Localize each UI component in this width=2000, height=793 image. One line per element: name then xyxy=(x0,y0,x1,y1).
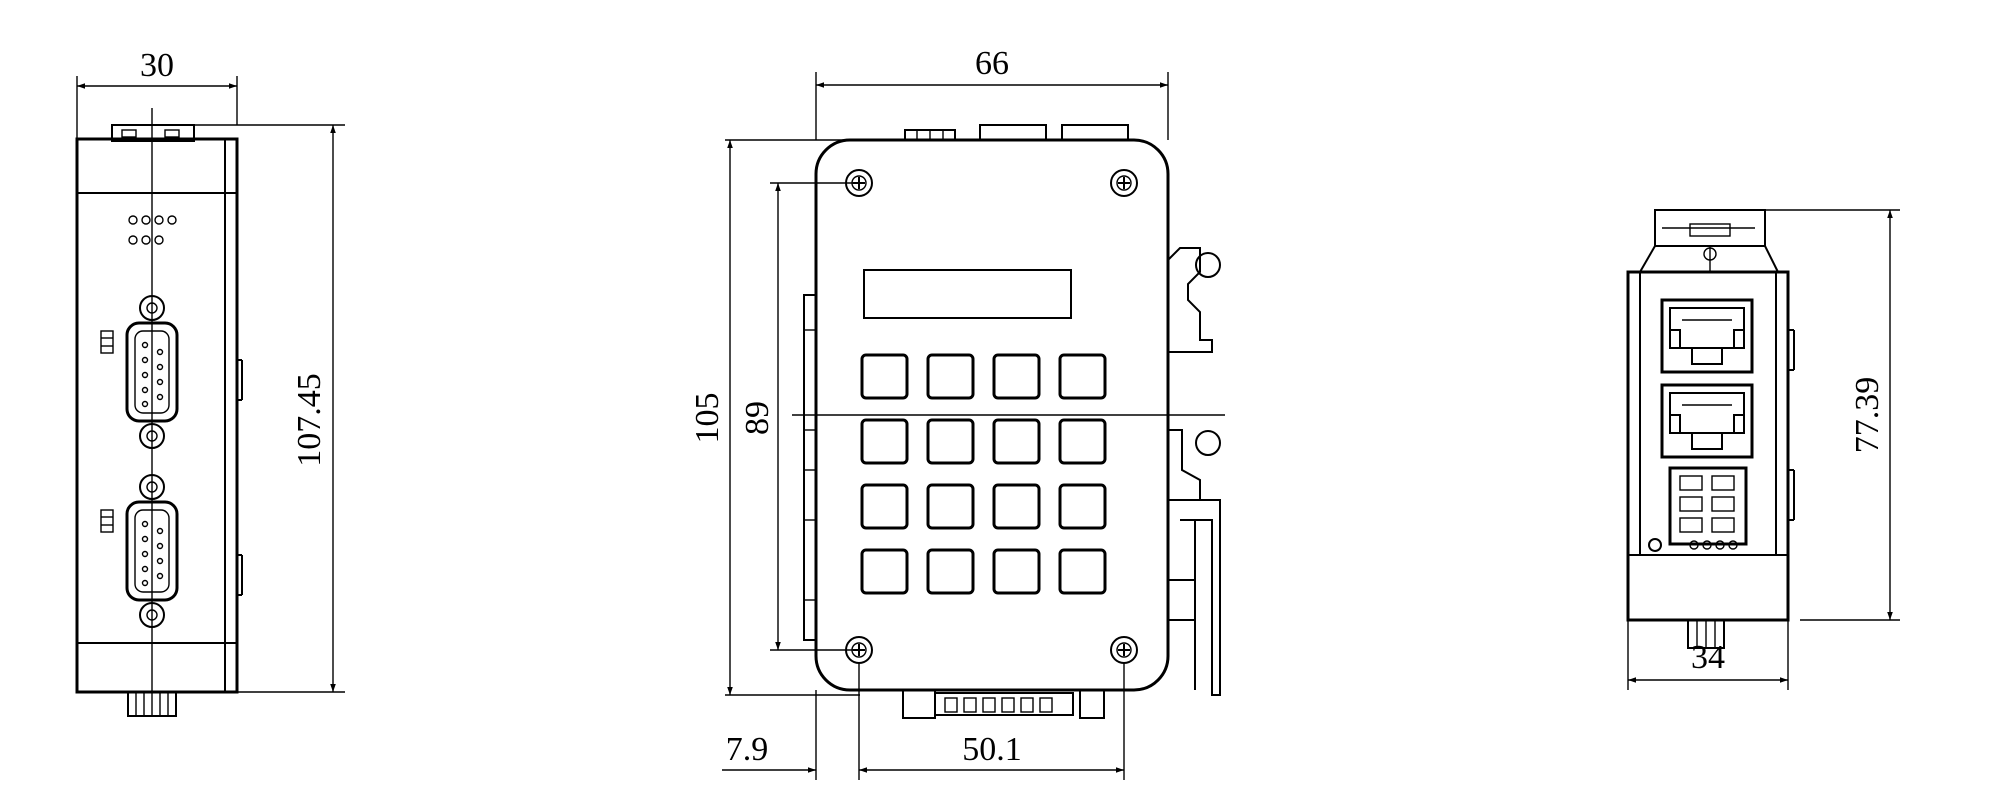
dim-side-height: 107.45 xyxy=(291,373,328,467)
terminal-block xyxy=(1668,466,1748,546)
dim-front-hole-span: 50.1 xyxy=(962,731,1022,768)
din-rail-clip xyxy=(1167,247,1221,696)
dim-side-width: 30 xyxy=(140,47,174,84)
bottom-terminal xyxy=(902,689,1105,719)
lcd-display xyxy=(863,269,1072,319)
screw-top-right xyxy=(1110,169,1138,197)
keypad xyxy=(860,353,1107,595)
screw-bottom-right xyxy=(1110,636,1138,664)
led-indicators xyxy=(128,215,177,245)
rear-view: 77.39 34 xyxy=(1626,209,1900,690)
side-view: 30 107.45 xyxy=(75,47,345,717)
dim-rear-width: 34 xyxy=(1691,639,1725,676)
dim-front-width: 66 xyxy=(975,45,1009,82)
dim-front-height: 105 xyxy=(689,393,726,444)
dim-front-edge-offset: 7.9 xyxy=(726,731,769,768)
rj45-port-2 xyxy=(1660,383,1754,459)
dim-rear-height: 77.39 xyxy=(1849,377,1886,454)
db9-connector-1 xyxy=(100,295,179,449)
rj45-port-1 xyxy=(1660,298,1754,374)
db9-connector-2 xyxy=(100,474,179,628)
front-view: 66 105 89 7.9 50.1 xyxy=(689,45,1225,780)
dim-front-hole-spacing: 89 xyxy=(739,401,776,435)
